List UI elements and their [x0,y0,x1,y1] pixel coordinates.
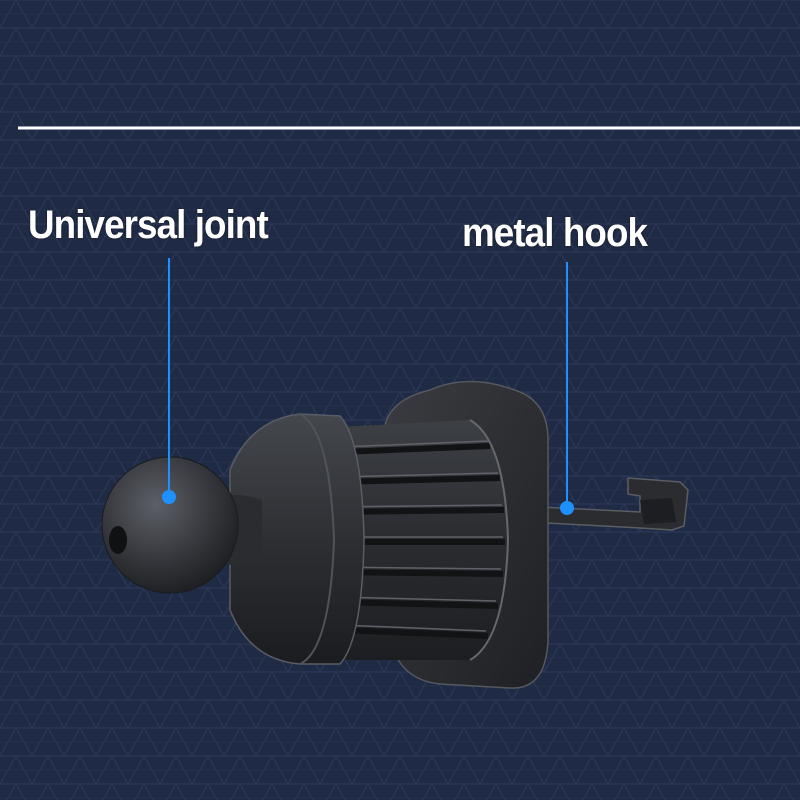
callout-universal-joint [162,258,176,504]
callout-dot-metal-hook [560,501,574,515]
front-cap [229,413,365,665]
callout-dot-universal-joint [162,490,176,504]
ribbed-body [320,419,510,661]
label-universal-joint: Universal joint [28,203,269,247]
label-metal-hook: metal hook [462,211,648,255]
metal-hook [518,477,689,531]
callout-metal-hook [560,262,574,515]
